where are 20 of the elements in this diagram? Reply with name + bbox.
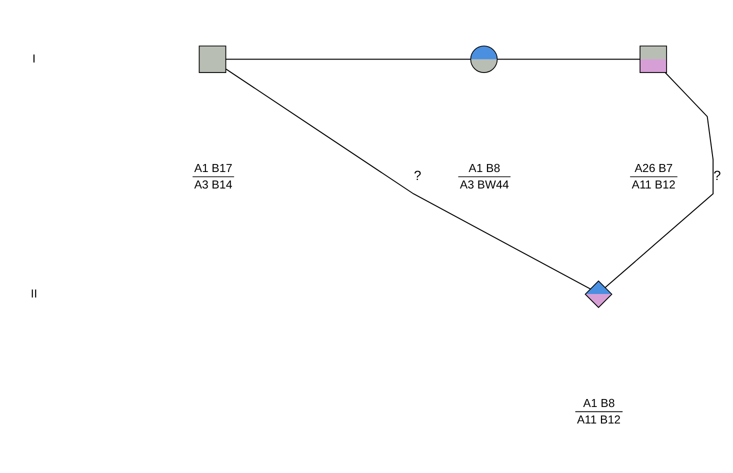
connector [225,58,472,60]
node-label: A3 BW44 [460,178,509,192]
edge-label: ? [714,168,721,183]
node-label: A1 B8 [468,162,500,175]
node-box [640,46,668,73]
label: I [32,52,36,66]
label: II [30,287,38,300]
node-label: A1 B8 [583,396,615,410]
node-circle [470,46,498,73]
node-label: A11 B12 [632,178,676,192]
connector [496,58,640,60]
node-label: A1 B17 [194,162,232,175]
node-box [198,46,226,73]
node-label: A26 B7 [634,162,673,175]
node-label: A11 B12 [576,413,621,426]
node-label: A3 B14 [194,178,232,192]
connector [226,68,591,290]
edge-label: ? [414,168,422,183]
connector [604,72,714,288]
node-diamond [584,280,612,308]
